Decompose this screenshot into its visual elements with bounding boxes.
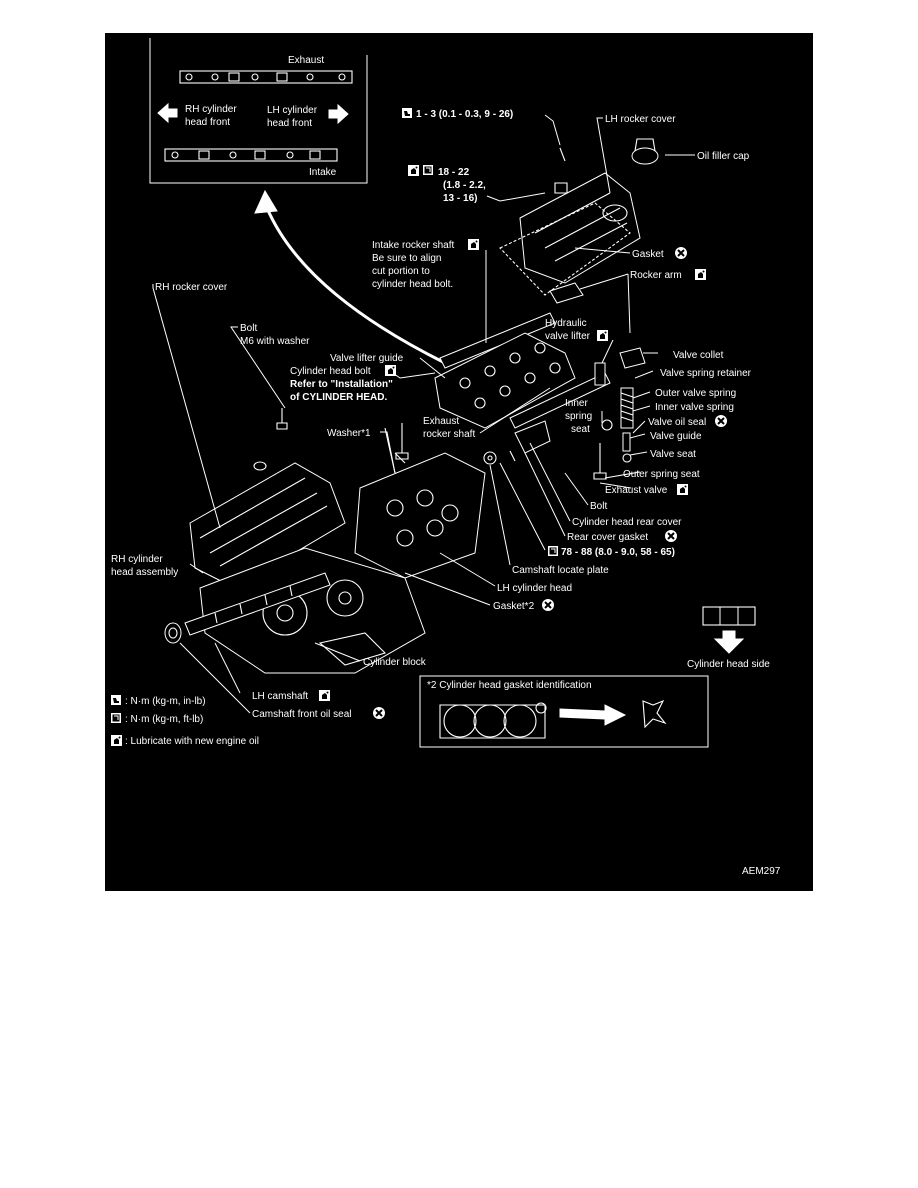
cylinder-head-bolt-label: Cylinder head bolt: [290, 366, 371, 377]
intake-note-line3: cut portion to: [372, 266, 430, 277]
orientation-inset: Exhaust RH cylinder head front LH cylind…: [149, 38, 368, 184]
torque-18-line3: 13 - 16): [443, 193, 477, 204]
leader-lines: [152, 114, 695, 714]
engine-drawing: [164, 138, 659, 674]
oil-can-icon: [319, 690, 330, 701]
torque-inlb-icon: [111, 695, 121, 705]
intake-note-line4: cylinder head bolt.: [372, 279, 453, 290]
lh-front-label-2: head front: [267, 118, 312, 129]
exploded-diagram: Exhaust RH cylinder head front LH cylind…: [105, 33, 813, 891]
camshaft-oil-seal-label: Camshaft front oil seal: [252, 709, 352, 720]
torque-ftlb-icon: [110, 712, 122, 724]
torque-78-label: 78 - 88 (8.0 - 9.0, 58 - 65): [561, 547, 675, 558]
torque-18-line1: 18 - 22: [438, 167, 470, 178]
inset-intake-label: Intake: [309, 167, 337, 178]
valve-seat-label: Valve seat: [650, 449, 696, 460]
rear-cover-gasket-label: Rear cover gasket: [567, 532, 648, 543]
lh-rocker-cover-label: LH rocker cover: [605, 114, 676, 125]
oil-can-icon: [597, 330, 608, 341]
oil-can-icon: [468, 239, 479, 250]
exhaust-gasket-strip: [179, 70, 353, 84]
oil-can-icon: [695, 269, 706, 280]
inset-exhaust-label: Exhaust: [288, 55, 324, 66]
exhaust-valve-label: Exhaust valve: [605, 485, 668, 496]
washer-label: Washer*1: [327, 428, 371, 439]
torque-inlb-icon: [402, 108, 412, 118]
intake-note-line2: Be sure to align: [372, 253, 442, 264]
direction-arrow: [254, 189, 446, 365]
bolt-m6-label-2: M6 with washer: [240, 336, 310, 347]
exhaust-rocker-shaft-label-2: rocker shaft: [423, 429, 475, 440]
rh-front-label-2: head front: [185, 117, 230, 128]
gasket-id-label: *2 Cylinder head gasket identification: [427, 680, 592, 691]
inner-spring-seat-label-3: seat: [571, 424, 590, 435]
refer-install-line2: of CYLINDER HEAD.: [290, 392, 387, 403]
valve-collet-label: Valve collet: [673, 350, 724, 361]
replace-x-icon: [372, 706, 386, 720]
replace-x-icon: [664, 529, 678, 543]
replace-x-icon: [714, 414, 728, 428]
torque-ftlb-icon: [422, 164, 434, 176]
torque-label-top: 1 - 3 (0.1 - 0.3, 9 - 26): [416, 109, 513, 120]
lh-front-label: LH cylinder: [267, 105, 318, 116]
cylinder-head-side-marker: [702, 606, 756, 654]
outer-valve-spring-label: Outer valve spring: [655, 388, 736, 399]
arrow-left-icon: [157, 102, 178, 124]
intake-gasket-strip: [164, 148, 338, 162]
outer-spring-seat-label: Outer spring seat: [623, 469, 700, 480]
oil-can-icon: [677, 484, 688, 495]
bolt-m6-label: Bolt: [240, 323, 257, 334]
replace-x-icon: [674, 246, 688, 260]
cylinder-block-label: Cylinder block: [363, 657, 427, 668]
bolt-label: Bolt: [590, 501, 607, 512]
rocker-arm-label: Rocker arm: [630, 270, 682, 281]
gasket-id-box: [419, 675, 709, 748]
gasket2-label: Gasket*2: [493, 601, 535, 612]
rh-front-label: RH cylinder: [185, 104, 237, 115]
legend-item: : N·m (kg-m, ft-lb): [125, 714, 203, 725]
replace-x-icon: [541, 598, 555, 612]
inner-spring-seat-label: Inner: [565, 398, 588, 409]
legend-item: : Lubricate with new engine oil: [125, 736, 259, 747]
lh-camshaft-label: LH camshaft: [252, 691, 308, 702]
torque-18-line2: (1.8 - 2.2,: [443, 180, 486, 191]
valve-oil-seal-label: Valve oil seal: [648, 417, 706, 428]
exhaust-rocker-shaft-label: Exhaust: [423, 416, 459, 427]
refer-install-line1: Refer to "Installation": [290, 379, 393, 390]
oil-can-icon: [408, 165, 419, 176]
oil-can-icon: [111, 735, 122, 746]
valve-spring-retainer-label: Valve spring retainer: [660, 368, 752, 379]
lh-cylinder-head-label: LH cylinder head: [497, 583, 572, 594]
rh-rocker-cover-label: RH rocker cover: [155, 282, 228, 293]
inner-spring-seat-label-2: spring: [565, 411, 592, 422]
valve-guide-label: Valve guide: [650, 431, 702, 442]
rh-head-assembly-label-2: head assembly: [111, 567, 178, 578]
camshaft-locate-plate-label: Camshaft locate plate: [512, 565, 609, 576]
rh-head-assembly-label: RH cylinder: [111, 554, 163, 565]
valve-lifter-guide-label: Valve lifter guide: [330, 353, 404, 364]
callout-labels: 1 - 3 (0.1 - 0.3, 9 - 26) LH rocker cove…: [111, 108, 781, 877]
rear-cover-label: Cylinder head rear cover: [572, 517, 682, 528]
gasket-label: Gasket: [632, 249, 664, 260]
intake-rocker-shaft-label: Intake rocker shaft: [372, 240, 454, 251]
cylinder-head-side-label: Cylinder head side: [687, 659, 770, 670]
hydraulic-lifter-label: Hydraulic: [545, 318, 587, 329]
arrow-right-icon: [328, 103, 349, 125]
legend-item: : N·m (kg-m, in-lb): [125, 696, 206, 707]
torque-ftlb-icon: [547, 545, 559, 557]
figure-code: AEM297: [742, 866, 781, 877]
oil-filler-cap-label: Oil filler cap: [697, 151, 750, 162]
oil-can-icon: [385, 365, 396, 376]
inner-valve-spring-label: Inner valve spring: [655, 402, 734, 413]
legend: : N·m (kg-m, in-lb) : N·m (kg-m, ft-lb) …: [110, 695, 259, 747]
hydraulic-lifter-label-2: valve lifter: [545, 331, 591, 342]
